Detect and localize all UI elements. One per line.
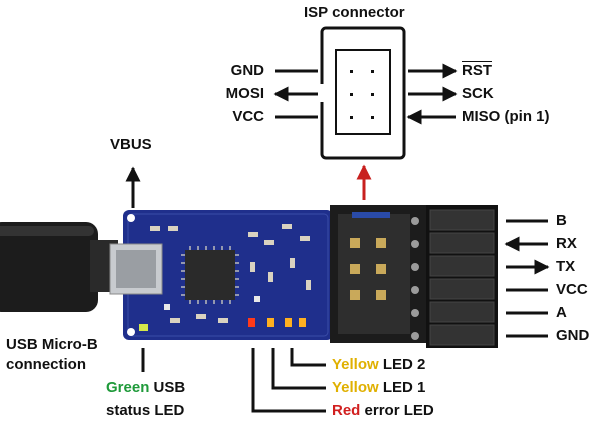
serial-a-label: A xyxy=(556,304,567,321)
red-led-rest: error LED xyxy=(360,402,434,419)
isp-connector-outline xyxy=(314,26,406,160)
red-led-leader xyxy=(251,348,326,413)
yellow-led2-label: Yellow LED 2 xyxy=(332,356,425,374)
serial-b-label: B xyxy=(556,212,567,229)
isp-sck-label: SCK xyxy=(462,85,494,102)
yellow-led2-rest: LED 2 xyxy=(378,356,426,373)
green-led-rest: USB xyxy=(149,379,186,396)
serial-tx-label: TX xyxy=(556,258,576,275)
serial-rx-label: RX xyxy=(556,235,577,252)
pcb-board xyxy=(109,210,333,340)
yellow-led1-color-word: Yellow xyxy=(332,379,379,396)
green-led-label: Green USB xyxy=(106,379,185,397)
isp-title: ISP connector xyxy=(304,4,405,21)
usb-label-line1: USB Micro-B xyxy=(6,336,98,353)
isp-rst-label: RST xyxy=(462,62,492,79)
yellow2-led-leader xyxy=(290,348,326,367)
isp-miso-label: MISO (pin 1) xyxy=(462,108,550,125)
green-led-label-line2: status LED xyxy=(106,402,185,419)
serial-header-connector xyxy=(411,205,498,348)
vbus-label: VBUS xyxy=(110,136,152,153)
red-led-label: Red error LED xyxy=(332,402,434,420)
isp-vcc-label: VCC xyxy=(232,108,264,125)
yellow-led2-color-word: Yellow xyxy=(332,356,379,373)
isp-mosi-label: MOSI xyxy=(225,85,264,102)
usb-label-line2: connection xyxy=(6,356,87,373)
yellow1-led-leader xyxy=(271,348,326,390)
yellow-led1-rest: LED 1 xyxy=(378,379,426,396)
green-led-color-word: Green xyxy=(106,379,150,396)
yellow-led1-label: Yellow LED 1 xyxy=(332,379,425,397)
isp-header-connector xyxy=(330,205,426,343)
red-led-color-word: Red xyxy=(332,402,361,419)
isp-gnd-label: GND xyxy=(230,62,264,79)
serial-vcc-label: VCC xyxy=(556,281,588,298)
serial-gnd-label: GND xyxy=(556,327,590,344)
